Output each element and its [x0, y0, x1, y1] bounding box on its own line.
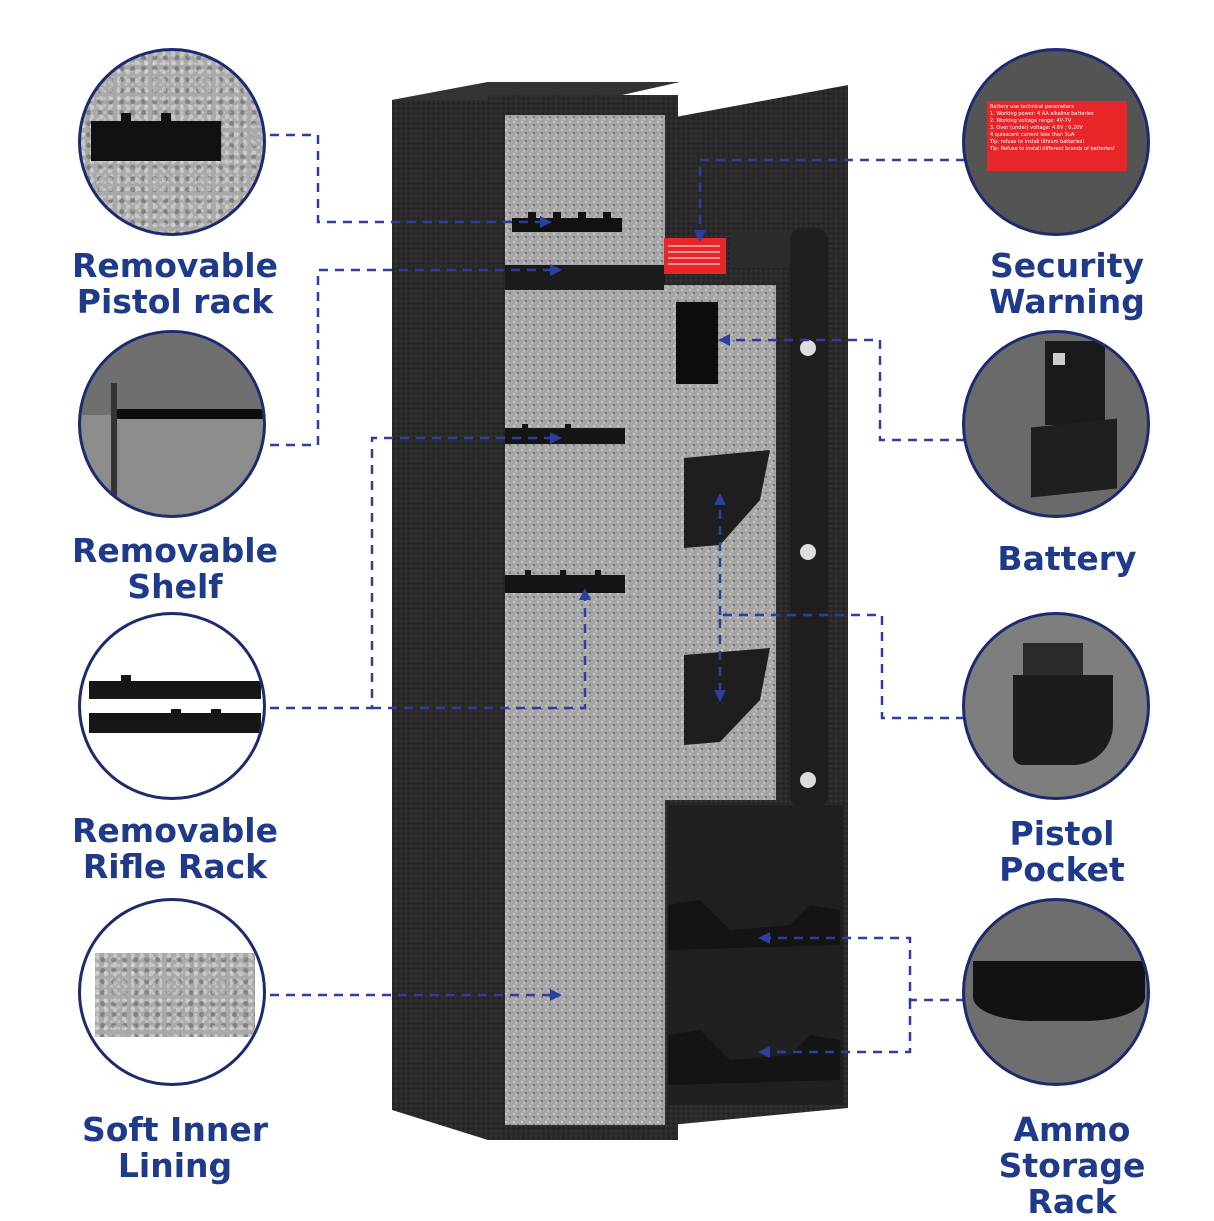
warning-line-3: 2. Working voltage range: 4V-7V [990, 118, 1072, 124]
rifle-rack-photo [78, 612, 266, 800]
safe-side-panel [392, 82, 488, 1140]
pistol-pocket-upper [684, 450, 770, 548]
shelf-photo [78, 330, 266, 518]
warning-line-5: 4 quiescent current less than 5uA [990, 132, 1075, 138]
warning-label-photo: Battery use technical parameters 1. Work… [962, 48, 1150, 236]
warning-line-7: Tip: Refuse to install different brands … [990, 146, 1115, 152]
warning-line-2: 1. Working power: 4 AA alkaline batterie… [990, 111, 1094, 117]
warning-line-4: 3. Over (under) voltage: 4.6V ; 0.20V [990, 125, 1083, 131]
battery-box [676, 302, 718, 384]
warning-line-6: Tip: refuse to install lithium batteries… [990, 139, 1085, 145]
battery-photo [962, 330, 1150, 518]
ammo-rack-photo [962, 898, 1150, 1086]
shelf-part [505, 265, 665, 290]
label-battery: Battery [997, 539, 1137, 578]
pistol-pocket-photo [962, 612, 1150, 800]
lining-photo [78, 898, 266, 1086]
warning-line-1: Battery use technical parameters [990, 104, 1074, 110]
locking-bolt-bar [790, 228, 828, 808]
ammo-rack-lower [668, 1030, 840, 1085]
pistol-rack-photo [78, 48, 266, 236]
door-warning-label [664, 238, 726, 274]
